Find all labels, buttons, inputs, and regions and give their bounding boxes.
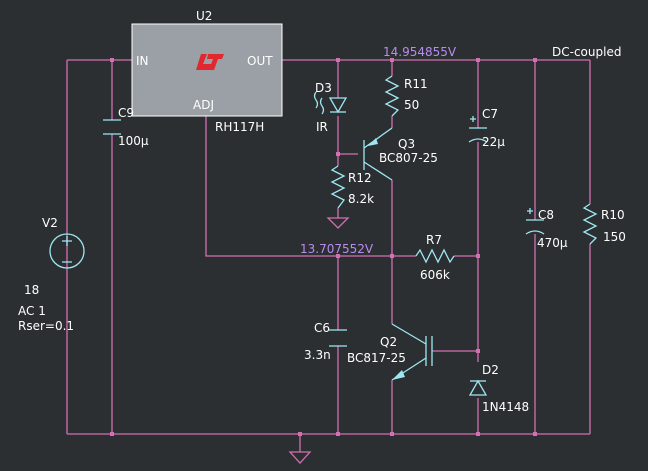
d3-value: IR xyxy=(316,120,328,134)
r11-ref: R11 xyxy=(404,77,428,91)
c8-capacitor[interactable]: C8 470µ xyxy=(525,208,568,250)
ground-icon xyxy=(326,217,350,229)
junction-dots xyxy=(110,58,537,436)
u2-ref: U2 xyxy=(196,9,212,23)
u2-part: RH117H xyxy=(215,120,264,134)
out-node-voltage: 14.954855V xyxy=(383,45,457,59)
r7-resistor[interactable]: R7 606k xyxy=(415,233,455,282)
r12-resistor[interactable]: R12 8.2k xyxy=(330,165,374,209)
v2-voltage-source[interactable]: V2 18 AC 1 Rser=0.1 xyxy=(18,216,85,333)
q3-value: BC807-25 xyxy=(379,151,438,165)
d3-ir-diode[interactable]: D3 IR xyxy=(313,81,348,134)
u2-regulator[interactable]: U2 IN OUT ADJ RH117H xyxy=(131,9,283,134)
adj-node-voltage: 13.707552V xyxy=(300,242,374,256)
dc-coupled-label: DC-coupled xyxy=(552,45,621,59)
q2-ref: Q2 xyxy=(380,335,397,349)
r10-value: 150 xyxy=(603,230,626,244)
u2-pin-in: IN xyxy=(136,54,149,68)
ir-wave-icon xyxy=(313,91,325,115)
c7-capacitor[interactable]: C7 22µ xyxy=(468,107,505,149)
c6-value: 3.3n xyxy=(304,348,331,362)
q3-ref: Q3 xyxy=(398,137,415,151)
r7-value: 606k xyxy=(420,268,450,282)
c9-ref: C9 xyxy=(118,106,134,120)
d2-value: 1N4148 xyxy=(482,400,529,414)
r12-ref: R12 xyxy=(348,171,372,185)
v2-rser: Rser=0.1 xyxy=(18,319,74,333)
c6-ref: C6 xyxy=(314,321,330,335)
u2-pin-out: OUT xyxy=(247,54,273,68)
r7-ref: R7 xyxy=(426,233,442,247)
c7-value: 22µ xyxy=(482,135,505,149)
r10-ref: R10 xyxy=(601,208,625,222)
r12-value: 8.2k xyxy=(348,192,374,206)
r10-resistor[interactable]: R10 150 xyxy=(582,203,626,245)
d3-ref: D3 xyxy=(315,81,332,95)
c8-value: 470µ xyxy=(537,236,568,250)
c7-ref: C7 xyxy=(482,107,498,121)
u2-pin-adj: ADJ xyxy=(193,98,214,112)
r11-resistor[interactable]: R11 50 xyxy=(384,75,428,117)
q3-pnp-transistor[interactable]: Q3 BC807-25 xyxy=(363,127,438,181)
v2-ref: V2 xyxy=(42,216,58,230)
q2-value: BC817-25 xyxy=(347,351,406,365)
main-ground-icon xyxy=(288,451,312,464)
linear-tech-logo-icon xyxy=(196,54,224,70)
q2-npn-transistor[interactable]: Q2 BC817-25 xyxy=(347,323,433,381)
wires xyxy=(66,59,591,452)
c8-ref: C8 xyxy=(538,208,554,222)
d2-ref: D2 xyxy=(482,363,499,377)
c9-capacitor[interactable]: C9 100µ xyxy=(103,106,149,148)
v2-ac: AC 1 xyxy=(18,304,46,318)
v2-value: 18 xyxy=(24,283,39,297)
d2-diode[interactable]: D2 1N4148 xyxy=(468,363,529,414)
r11-value: 50 xyxy=(404,98,419,112)
c6-capacitor[interactable]: C6 3.3n xyxy=(304,321,347,362)
c9-value: 100µ xyxy=(118,134,149,148)
